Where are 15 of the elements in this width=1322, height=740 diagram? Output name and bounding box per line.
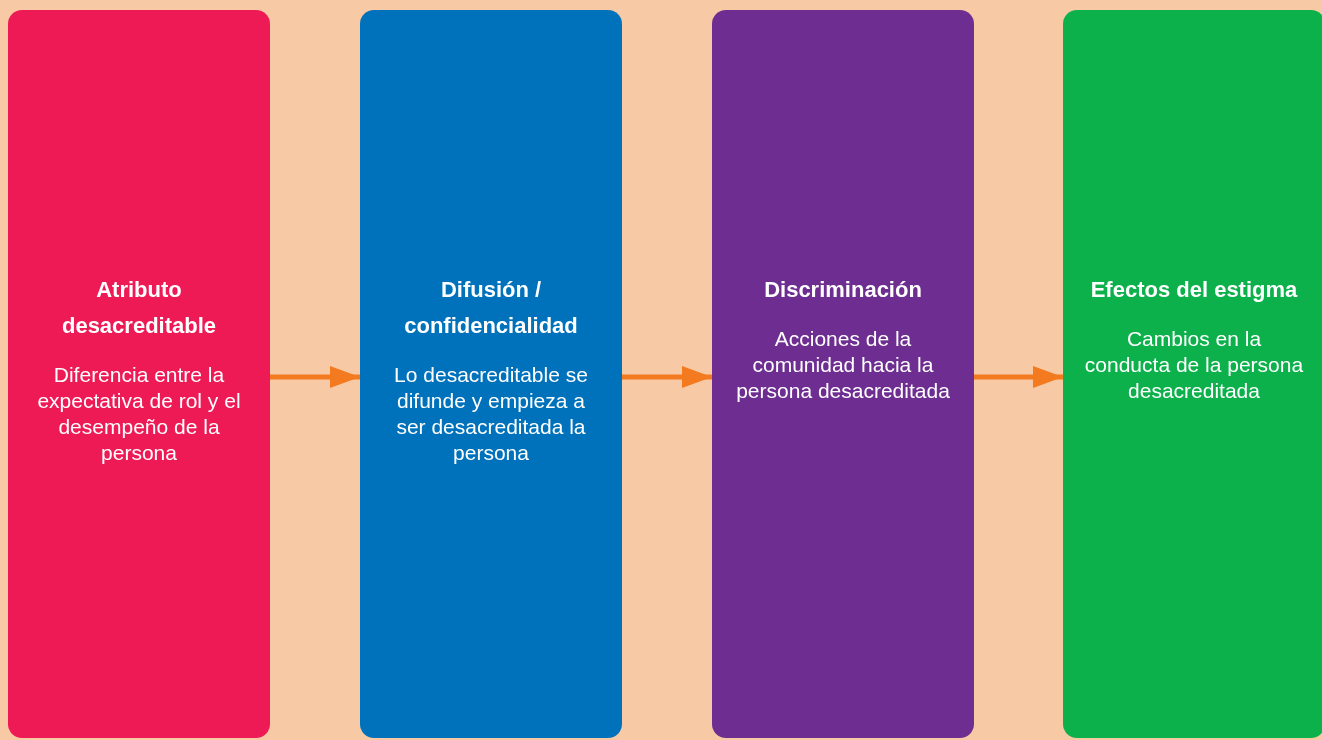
stage-description: Lo desacreditable se difunde y empieza a ser desacreditada la persona <box>393 362 589 466</box>
stage-description: Acciones de la comunidad hacia la persona desacreditada <box>735 326 951 404</box>
arrow <box>622 366 712 388</box>
stage-title: Efectos del estigma <box>1090 276 1298 304</box>
arrow <box>974 366 1063 388</box>
stage-description: Diferencia entre la expectativa de rol y el desempeño de la persona <box>36 362 242 466</box>
stage-title: Atributo desacreditable <box>60 276 218 340</box>
stage-card <box>360 10 622 738</box>
arrow <box>270 366 360 388</box>
stage-title: Discriminación <box>764 276 922 304</box>
stage-card <box>1063 10 1322 738</box>
stage-title: Difusión / confidencialidad <box>403 276 579 340</box>
stage-description: Cambios en la conducta de la persona desacreditada <box>1084 326 1304 404</box>
stage-card <box>8 10 270 738</box>
stage-card <box>712 10 974 738</box>
